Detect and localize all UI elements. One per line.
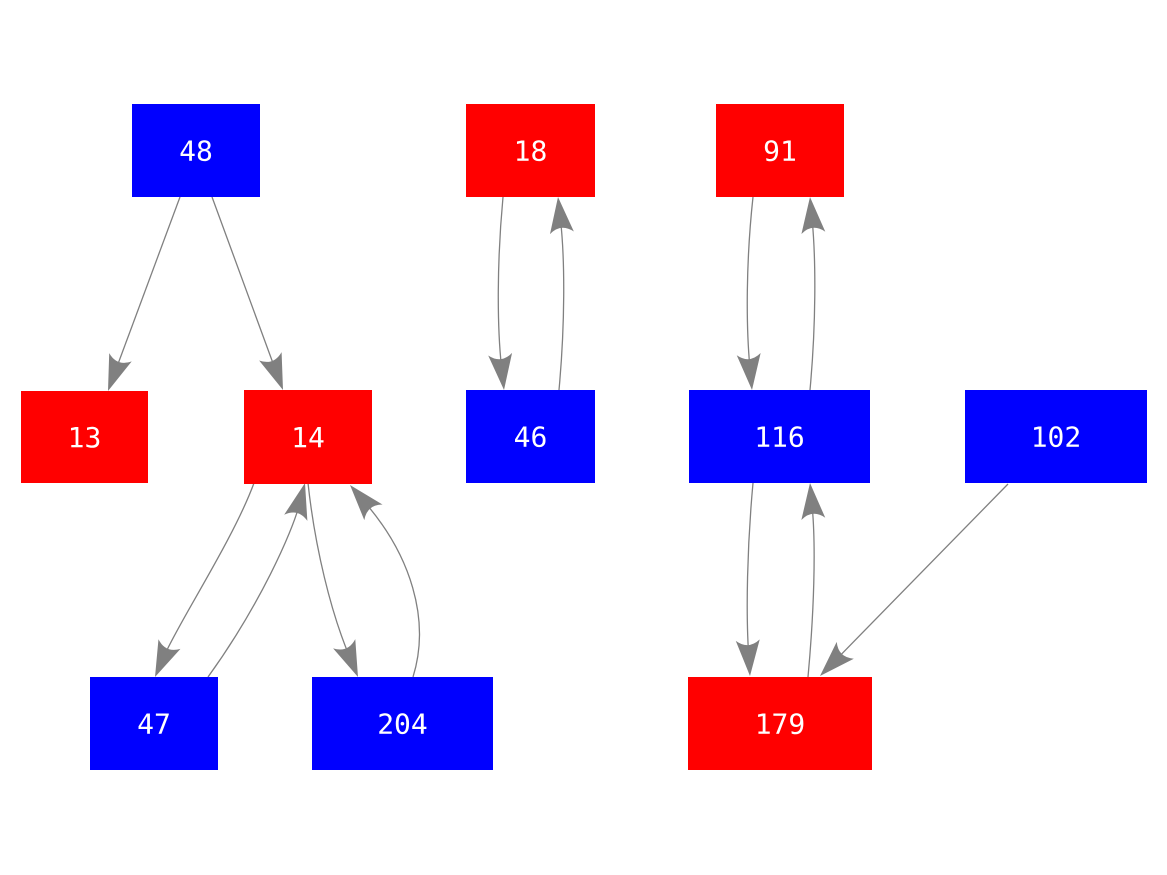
edge-48-14	[211, 196, 283, 390]
node-rect-179[interactable]	[688, 677, 872, 770]
arrowhead-icon	[801, 483, 826, 520]
graph-node-91[interactable]: 91	[716, 104, 844, 197]
node-label-14: 14	[291, 421, 325, 454]
arrowhead-icon	[155, 639, 181, 677]
edge-116-91	[801, 197, 826, 391]
node-rect-48[interactable]	[132, 104, 260, 197]
edge-line	[836, 483, 1009, 660]
graph-node-14[interactable]: 14	[244, 390, 372, 484]
arrowhead-icon	[333, 639, 358, 677]
node-label-91: 91	[763, 135, 797, 168]
graph-node-13[interactable]: 13	[21, 391, 148, 483]
node-rect-18[interactable]	[466, 104, 595, 197]
node-label-13: 13	[68, 421, 102, 454]
arrowhead-icon	[736, 353, 761, 390]
arrowhead-icon	[488, 352, 513, 390]
node-label-179: 179	[755, 708, 806, 741]
node-rect-47[interactable]	[90, 677, 218, 770]
node-label-204: 204	[377, 708, 428, 741]
edge-line	[207, 506, 300, 678]
graph-node-46[interactable]: 46	[466, 390, 595, 483]
graph-node-102[interactable]: 102	[965, 390, 1147, 483]
edge-line	[558, 220, 565, 391]
node-label-116: 116	[754, 421, 805, 454]
edge-line	[307, 482, 350, 656]
edge-line	[115, 196, 181, 369]
node-label-47: 47	[137, 708, 171, 741]
node-rect-14[interactable]	[244, 390, 372, 484]
graph-node-179[interactable]: 179	[688, 677, 872, 770]
arrowhead-icon	[259, 352, 283, 390]
node-label-18: 18	[514, 135, 548, 168]
edge-46-18	[549, 197, 574, 391]
arrowhead-icon	[350, 485, 383, 521]
node-label-46: 46	[514, 421, 548, 454]
graph-node-18[interactable]: 18	[466, 104, 595, 197]
arrowhead-icon	[801, 197, 826, 234]
edge-line	[497, 196, 504, 367]
arrowhead-icon	[549, 197, 574, 235]
arrowhead-icon	[820, 641, 854, 676]
edge-14-204	[307, 482, 358, 677]
edge-179-116	[801, 483, 826, 678]
arrowhead-icon	[108, 353, 132, 391]
graph-node-48[interactable]: 48	[132, 104, 260, 197]
edge-14-47	[155, 482, 255, 677]
edge-line	[211, 196, 276, 368]
edge-47-14	[207, 483, 308, 678]
edge-116-179	[735, 482, 760, 676]
edge-line	[746, 196, 754, 367]
edge-line	[365, 502, 421, 678]
edge-18-46	[488, 196, 513, 390]
graph-node-204[interactable]: 204	[312, 677, 493, 770]
node-rect-102[interactable]	[965, 390, 1147, 483]
graph-node-47[interactable]: 47	[90, 677, 218, 770]
node-rect-46[interactable]	[466, 390, 595, 483]
arrowhead-icon	[735, 639, 760, 676]
node-rect-116[interactable]	[689, 390, 870, 483]
node-rect-204[interactable]	[312, 677, 493, 770]
graph-node-116[interactable]: 116	[689, 390, 870, 483]
edge-48-13	[108, 196, 181, 391]
edge-line	[746, 482, 754, 653]
edge-91-116	[736, 196, 761, 390]
edge-204-14	[350, 485, 421, 678]
node-rect-91[interactable]	[716, 104, 844, 197]
node-rect-13[interactable]	[21, 391, 148, 483]
node-label-48: 48	[179, 135, 213, 168]
arrowhead-icon	[284, 483, 308, 521]
edge-line	[809, 220, 816, 391]
node-label-102: 102	[1031, 421, 1082, 454]
edge-102-179	[820, 483, 1009, 676]
edge-line	[164, 482, 255, 656]
edge-line	[807, 506, 815, 678]
